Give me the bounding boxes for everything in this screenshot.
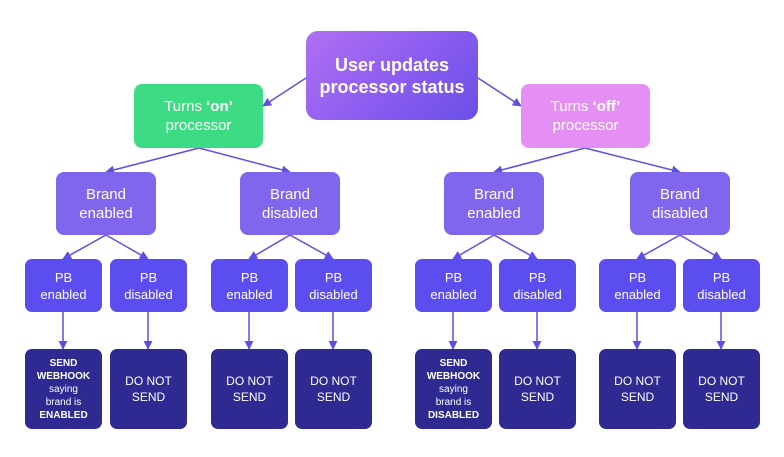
pb-label: PB xyxy=(444,269,463,285)
leaf-line: DO NOT xyxy=(125,374,172,388)
leaf-line: SEND xyxy=(520,390,555,404)
pb-label: PB xyxy=(628,269,647,285)
leaf-line: SEND xyxy=(131,390,166,404)
leaf-line: brand is xyxy=(435,396,472,408)
turns-off-node: Turns ‘off’ processor xyxy=(521,84,650,148)
brand-label: Brand xyxy=(473,185,514,203)
turns-off-pre: Turns xyxy=(550,98,593,115)
leaf-line: WEBHOOK xyxy=(426,370,481,382)
pb-state: disabled xyxy=(697,286,746,302)
leaf-line: DO NOT xyxy=(698,374,745,388)
leaf-line: WEBHOOK xyxy=(36,370,91,382)
brand-label: Brand xyxy=(269,185,310,203)
pb-state: enabled xyxy=(226,286,273,302)
leaf-line: ENABLED xyxy=(39,409,88,421)
turns-off-line2: processor xyxy=(552,117,619,134)
root-node: User updates processor status xyxy=(306,31,478,120)
pb-state: enabled xyxy=(430,286,477,302)
do-not-send-node: DO NOT SEND xyxy=(499,349,576,429)
leaf-line: DO NOT xyxy=(614,374,661,388)
do-not-send-node: DO NOT SEND xyxy=(599,349,676,429)
turns-on-line2: processor xyxy=(165,117,232,134)
leaf-line: DO NOT xyxy=(310,374,357,388)
pb-state: disabled xyxy=(309,286,358,302)
leaf-line: saying xyxy=(439,383,468,395)
brand-state: disabled xyxy=(262,204,318,222)
do-not-send-node: DO NOT SEND xyxy=(295,349,372,429)
leaf-line: DO NOT xyxy=(514,374,561,388)
leaf-line: DO NOT xyxy=(226,374,273,388)
send-webhook-enabled-node: SEND WEBHOOK saying brand is ENABLED xyxy=(25,349,102,429)
pb-label: PB xyxy=(712,269,731,285)
brand-state: enabled xyxy=(79,204,133,222)
brand-label: Brand xyxy=(659,185,700,203)
pb-state: enabled xyxy=(614,286,661,302)
do-not-send-node: DO NOT SEND xyxy=(110,349,187,429)
pb-state: enabled xyxy=(40,286,87,302)
leaf-line: SEND xyxy=(439,357,468,369)
brand-state: enabled xyxy=(467,204,521,222)
turns-on-key: ‘on’ xyxy=(206,98,233,115)
do-not-send-node: DO NOT SEND xyxy=(211,349,288,429)
root-line1: User updates xyxy=(334,54,450,75)
leaf-line: saying xyxy=(49,383,78,395)
pb-state: disabled xyxy=(513,286,562,302)
brand-state: disabled xyxy=(652,204,708,222)
turns-on-pre: Turns xyxy=(164,98,207,115)
leaf-line: SEND xyxy=(620,390,655,404)
pb-label: PB xyxy=(139,269,158,285)
do-not-send-node: DO NOT SEND xyxy=(683,349,760,429)
pb-label: PB xyxy=(240,269,259,285)
pb-state: disabled xyxy=(124,286,173,302)
turns-off-key: ‘off’ xyxy=(592,98,621,115)
leaf-line: SEND xyxy=(49,357,78,369)
send-webhook-disabled-node: SEND WEBHOOK saying brand is DISABLED xyxy=(415,349,492,429)
turns-on-node: Turns ‘on’ processor xyxy=(134,84,263,148)
leaf-line: DISABLED xyxy=(427,409,480,421)
pb-label: PB xyxy=(54,269,73,285)
leaf-line: SEND xyxy=(316,390,351,404)
leaf-line: SEND xyxy=(704,390,739,404)
pb-label: PB xyxy=(324,269,343,285)
pb-label: PB xyxy=(528,269,547,285)
leaf-line: brand is xyxy=(45,396,82,408)
brand-label: Brand xyxy=(85,185,126,203)
leaf-line: SEND xyxy=(232,390,267,404)
root-line2: processor status xyxy=(319,76,465,97)
